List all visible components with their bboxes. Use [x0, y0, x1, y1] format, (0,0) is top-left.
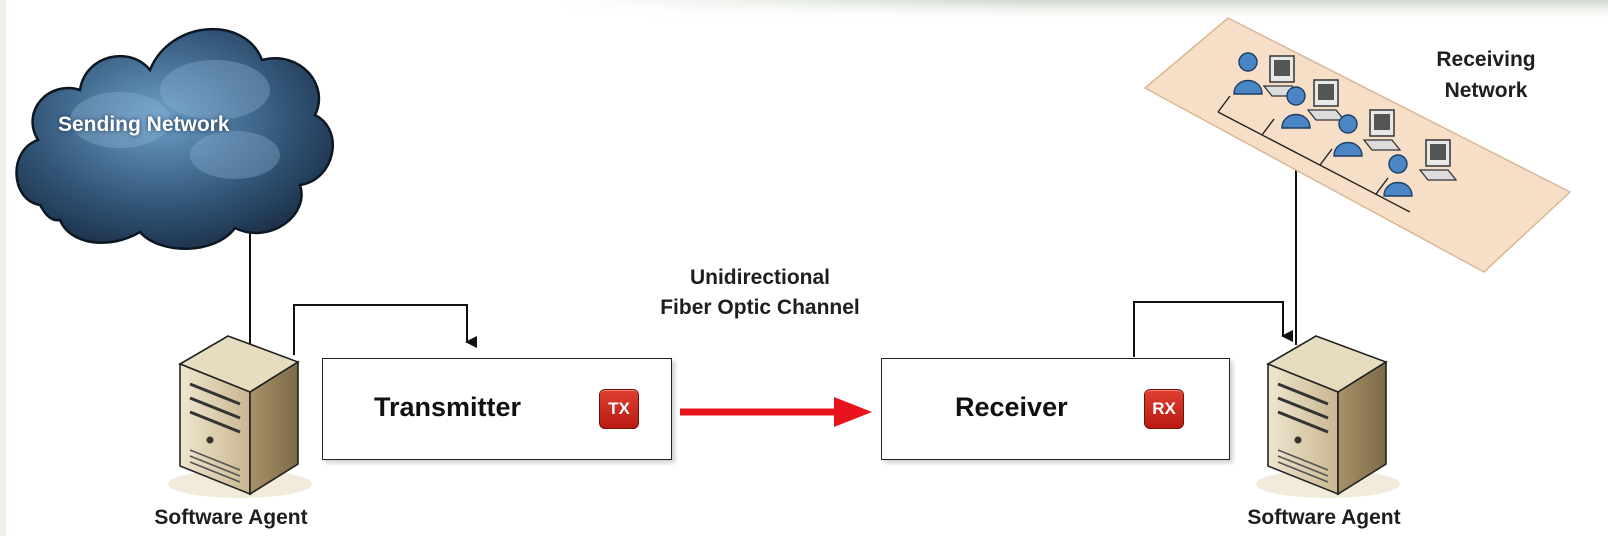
- left-agent-label: Software Agent: [154, 506, 308, 529]
- receiving-network-label-line2: Network: [1444, 79, 1528, 102]
- channel-label-line2: Fiber Optic Channel: [660, 296, 860, 319]
- receiving-network-label-line1: Receiving: [1436, 48, 1536, 71]
- tx-badge: TX: [599, 389, 639, 429]
- channel-label-line1: Unidirectional: [689, 266, 831, 289]
- receiver-to-agent-link: [1133, 301, 1293, 357]
- right-agent-label: Software Agent: [1247, 506, 1401, 529]
- rx-badge: RX: [1144, 389, 1184, 429]
- sending-network-label: Sending Network: [58, 113, 230, 136]
- receiver-box: Receiver RX: [881, 358, 1230, 460]
- fiber-channel-arrowhead: [834, 397, 872, 427]
- receiver-label: Receiver: [955, 392, 1068, 422]
- user-icon: [1233, 52, 1413, 197]
- transmitter-label: Transmitter: [374, 392, 522, 422]
- computer-icon: [1262, 55, 1458, 181]
- agent-to-transmitter-link: [293, 304, 477, 355]
- transmitter-box: Transmitter TX: [322, 358, 672, 460]
